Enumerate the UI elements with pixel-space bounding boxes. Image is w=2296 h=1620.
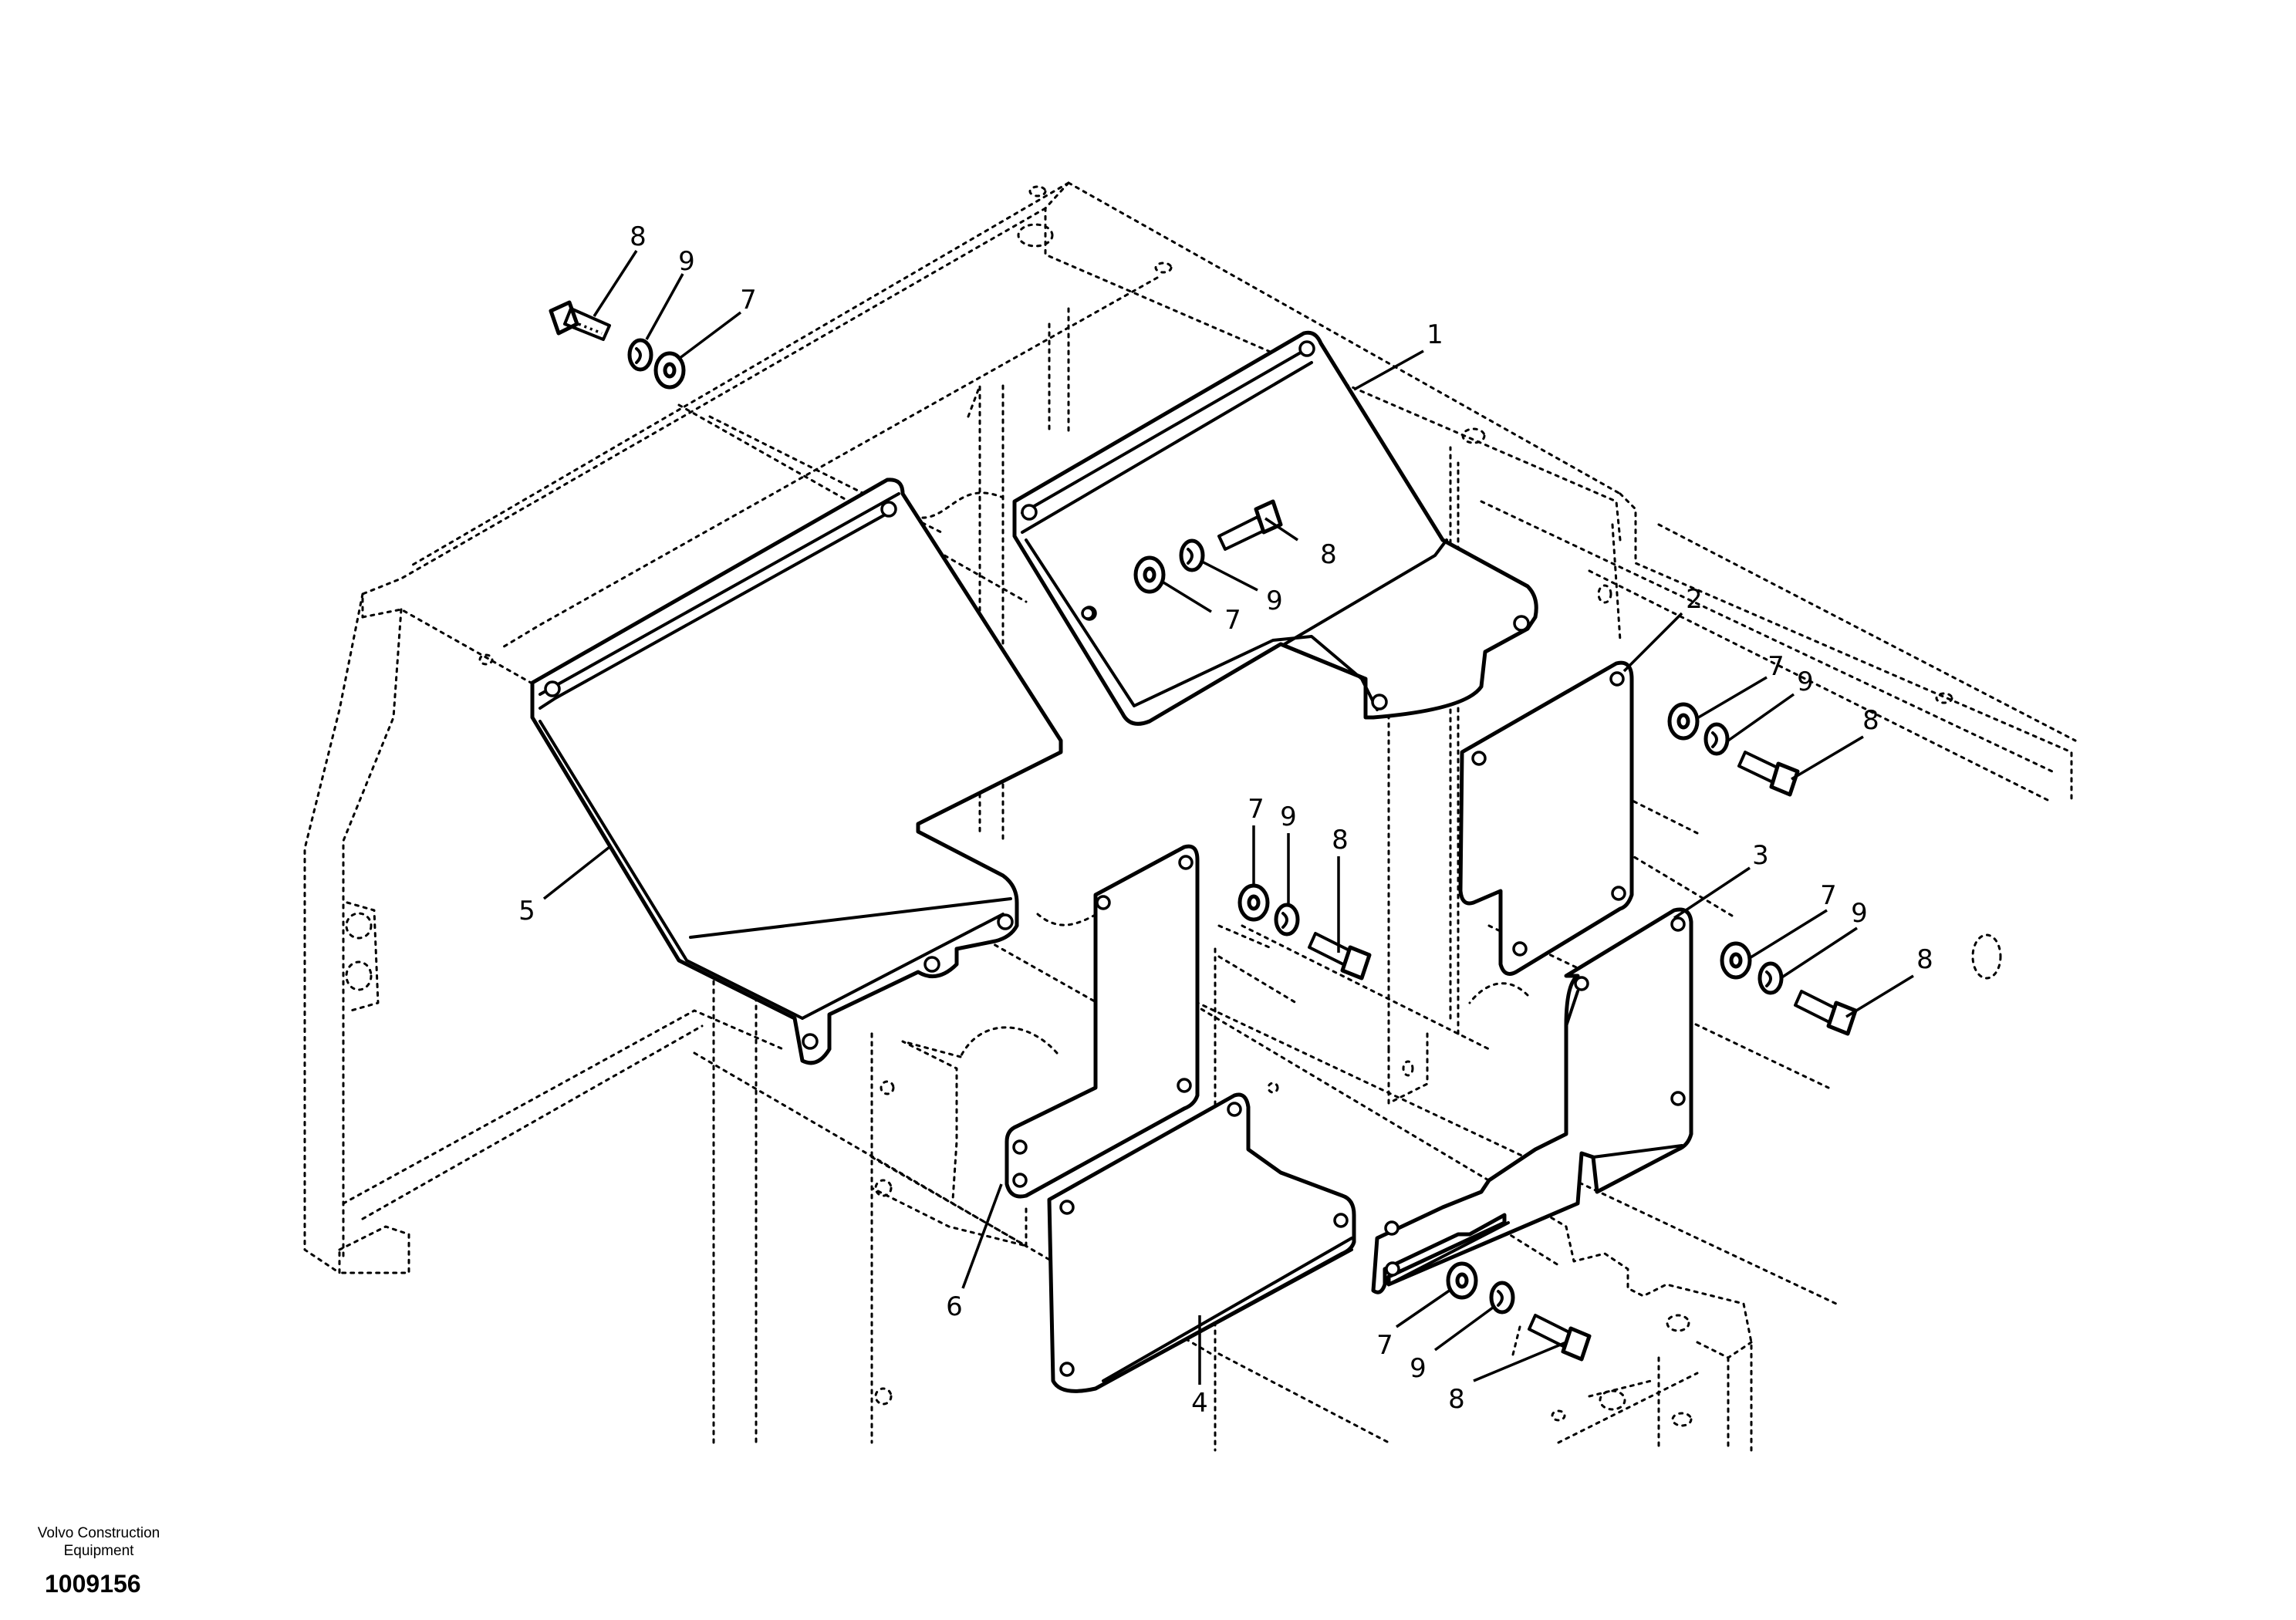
callout-8-right-upper: 8 <box>1862 705 1879 736</box>
lock-washer-icon <box>1489 1281 1515 1315</box>
flat-washer-icon <box>1720 941 1752 980</box>
callout-9-top-left: 9 <box>678 246 695 277</box>
lock-washer-icon <box>1179 538 1205 572</box>
footer-company-line1: Volvo Construction <box>37 1525 160 1541</box>
callout-9-bottom: 9 <box>1410 1353 1427 1384</box>
leader-lines <box>542 250 1914 1385</box>
callout-7-right-lower: 7 <box>1820 880 1837 911</box>
bolt-icon <box>549 300 611 341</box>
callout-7-right-upper: 7 <box>1768 651 1784 682</box>
callout-8-right-lower: 8 <box>1916 944 1933 975</box>
plate-part-3 <box>1371 907 1693 1294</box>
callout-2: 2 <box>1686 584 1703 615</box>
callout-8-top-left: 8 <box>630 221 647 252</box>
lock-washer-icon <box>1757 961 1784 995</box>
bolt-icon <box>1794 990 1858 1036</box>
callout-1: 1 <box>1427 319 1443 350</box>
lock-washer-icon <box>1274 903 1300 937</box>
footer-company-name: Volvo Construction Equipment <box>14 1524 184 1560</box>
callout-9-right-upper: 9 <box>1797 667 1814 697</box>
callout-8-bottom: 8 <box>1448 1384 1465 1415</box>
callout-9-middle: 9 <box>1266 586 1283 616</box>
flat-washer-icon <box>1133 555 1166 594</box>
flat-washer-icon <box>1237 883 1270 922</box>
callout-7-middle: 7 <box>1224 605 1241 636</box>
bolt-icon <box>1737 751 1800 797</box>
callout-6: 6 <box>946 1291 963 1322</box>
bracket-part-5 <box>530 478 1063 1065</box>
plate-part-2 <box>1458 660 1634 976</box>
flat-washer-icon <box>1667 702 1700 741</box>
hardware-set-right-upper <box>1667 702 1800 797</box>
callout-labels: 1 2 3 4 5 6 8 9 7 8 9 7 7 9 8 7 9 8 7 9 … <box>518 221 1933 1419</box>
callout-9-right-lower: 9 <box>1851 898 1868 929</box>
lock-washer-icon <box>1703 722 1730 756</box>
lock-washer-icon <box>627 338 653 372</box>
callout-7-top-left: 7 <box>740 285 757 316</box>
callout-3: 3 <box>1752 840 1769 871</box>
callout-8-center: 8 <box>1332 825 1349 856</box>
flat-washer-icon <box>653 351 686 390</box>
bolt-icon <box>1308 932 1372 980</box>
callout-9-center: 9 <box>1280 802 1297 832</box>
plate-part-4 <box>1047 1092 1356 1393</box>
footer-company-line2: Equipment <box>63 1543 134 1559</box>
hardware-set-center <box>1237 883 1372 980</box>
callout-5: 5 <box>518 896 535 926</box>
hardware-set-bottom <box>1446 1261 1592 1362</box>
plate-part-6 <box>1004 844 1200 1199</box>
callout-7-bottom: 7 <box>1376 1330 1393 1361</box>
callout-7-center: 7 <box>1248 794 1264 825</box>
flat-washer-icon <box>1446 1261 1478 1300</box>
drawing-number: 1009156 <box>45 1570 141 1598</box>
hardware-set-top-left <box>549 300 686 390</box>
callout-4: 4 <box>1191 1388 1208 1419</box>
callout-8-middle: 8 <box>1320 539 1337 570</box>
hardware-set-right-lower <box>1720 941 1858 1036</box>
